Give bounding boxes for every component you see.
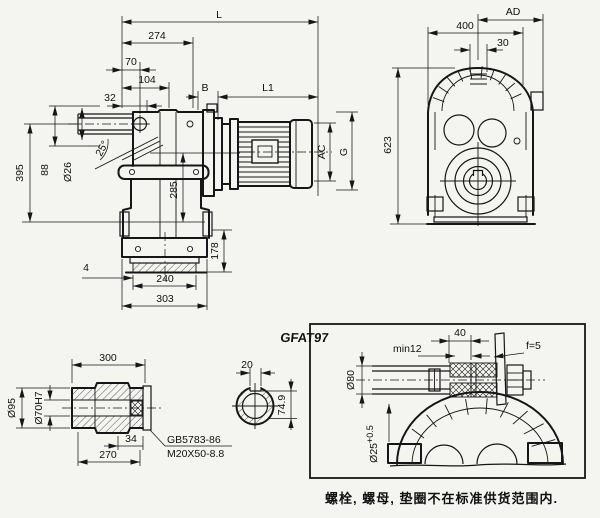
shaft-detail-dimensions: 300 Ø95 Ø70H7 34 270 GB5783-86 M20X50-8.… bbox=[6, 352, 232, 466]
dim-label-4: 4 bbox=[83, 262, 89, 274]
detail-cooling-fins bbox=[411, 398, 556, 447]
bolt-standard-label: GB5783-86 bbox=[167, 434, 221, 446]
torque-bushing-assembly bbox=[356, 332, 545, 406]
dim-label-B: B bbox=[201, 82, 208, 94]
dim-label-104: 104 bbox=[138, 74, 156, 86]
dim-label-623: 623 bbox=[382, 136, 394, 154]
motor bbox=[202, 103, 332, 197]
dim-label-dia95: Ø95 bbox=[6, 398, 18, 418]
bore-section-dimensions: 20 74.9 bbox=[236, 359, 297, 430]
dim-label-285: 285 bbox=[168, 181, 180, 199]
dim-label-angle: 25° bbox=[93, 139, 111, 159]
end-view: AD 400 30 623 bbox=[382, 6, 544, 226]
dim-label-74-9: 74.9 bbox=[276, 395, 288, 416]
dim-label-min12: min12 bbox=[393, 343, 422, 355]
dim-label-303: 303 bbox=[156, 293, 174, 305]
front-view: L 274 70 104 32 B L1 395 bbox=[14, 9, 358, 310]
hollow-shaft-detail: 300 Ø95 Ø70H7 34 270 GB5783-86 M20X50-8.… bbox=[6, 352, 232, 466]
front-left-dimensions: 395 88 Ø26 25° bbox=[14, 105, 205, 223]
dim-label-bore: Ø70H7 bbox=[33, 391, 45, 424]
dim-label-40: 40 bbox=[454, 327, 466, 339]
front-right-dimensions: AC G bbox=[314, 111, 358, 191]
dim-label-dia80: Ø80 bbox=[345, 370, 357, 390]
dim-label-f5: f=5 bbox=[526, 340, 541, 352]
front-top-dimensions: L 274 70 104 32 B L1 bbox=[104, 9, 319, 196]
dim-label-88: 88 bbox=[39, 164, 51, 176]
dim-label-400: 400 bbox=[456, 20, 474, 32]
dim-label-240: 240 bbox=[156, 273, 174, 285]
bolt-spec-label: M20X50-8.8 bbox=[167, 448, 224, 460]
dim-label-34: 34 bbox=[125, 433, 137, 445]
dim-label-AD: AD bbox=[506, 6, 521, 18]
front-bottom-dimensions: 285 178 4 240 303 bbox=[82, 152, 240, 310]
dim-label-270: 270 bbox=[99, 449, 117, 461]
cooling-fins bbox=[432, 66, 522, 103]
dim-label-G: G bbox=[338, 148, 350, 156]
footnote-text: 螺栓, 螺母, 垫圈不在标准供货范围内. bbox=[325, 491, 558, 506]
dim-label-L: L bbox=[216, 9, 222, 21]
end-view-dimensions: AD 400 30 623 bbox=[382, 6, 544, 225]
terminal-box bbox=[251, 139, 279, 164]
mount-detail-box: GFAT97 bbox=[280, 323, 586, 479]
dim-label-30: 30 bbox=[497, 37, 509, 49]
dim-label-300: 300 bbox=[99, 352, 117, 364]
dim-label-20: 20 bbox=[241, 359, 253, 371]
dim-label-L1: L1 bbox=[262, 82, 274, 94]
dim-label-395: 395 bbox=[14, 164, 26, 182]
dim-label-shaft-dia: Ø26 bbox=[62, 162, 74, 182]
gear-housing bbox=[117, 109, 213, 280]
dim-label-178: 178 bbox=[209, 242, 221, 260]
dim-label-70: 70 bbox=[125, 56, 137, 68]
bore-cross-section: 20 74.9 bbox=[232, 359, 297, 430]
mount-detail-dimensions: 40 min12 f=5 Ø80 Ø25+0.5 bbox=[345, 327, 541, 463]
dim-label-dia25: Ø25+0.5 bbox=[365, 425, 380, 463]
detail-title: GFAT97 bbox=[280, 330, 330, 345]
dim-label-AC: AC bbox=[316, 144, 328, 159]
dim-label-274: 274 bbox=[148, 30, 166, 42]
dim-label-32: 32 bbox=[104, 92, 116, 104]
